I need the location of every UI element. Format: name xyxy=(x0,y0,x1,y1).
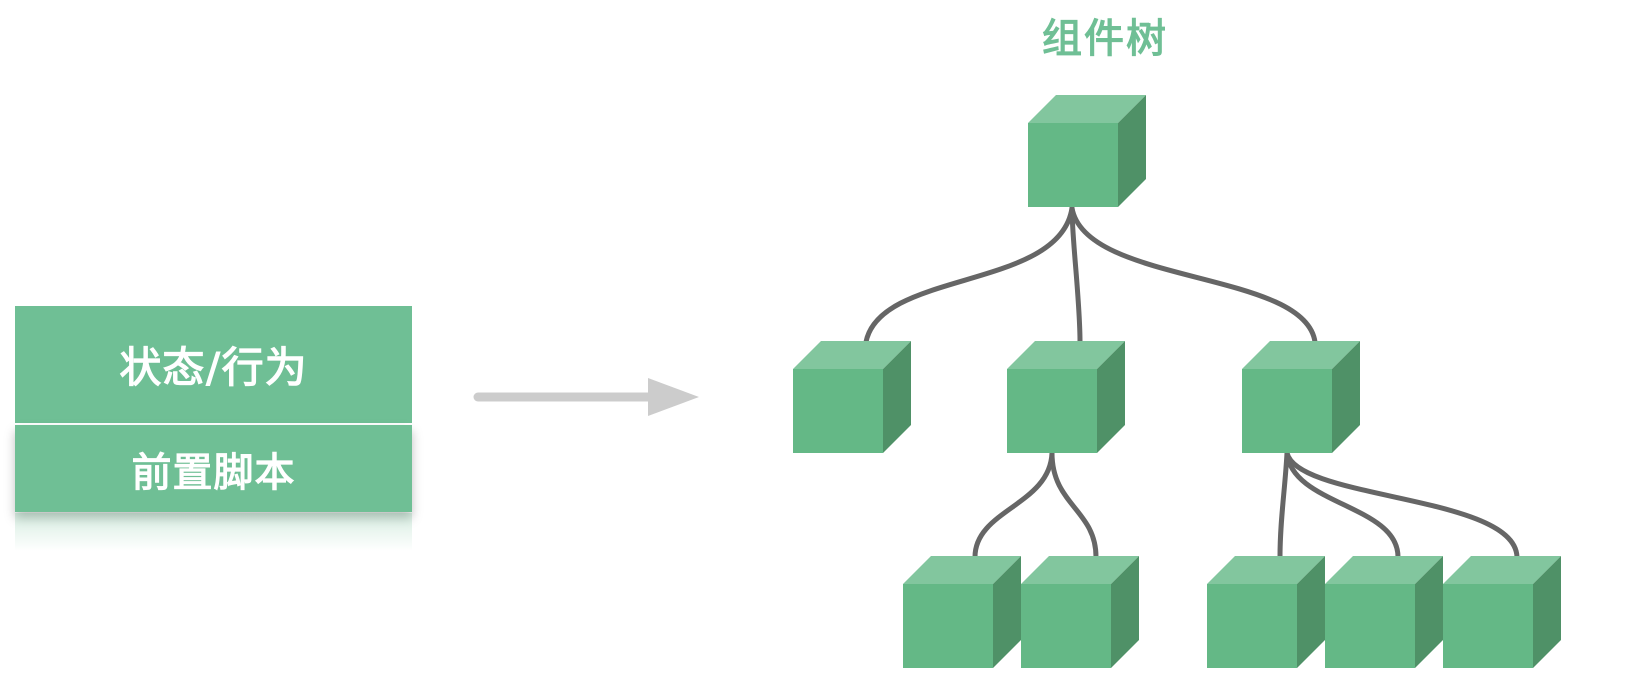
cube-level2-middle xyxy=(1007,341,1125,453)
edge-right-leaf3 xyxy=(1277,450,1290,560)
cube-leaf-2 xyxy=(1021,556,1139,668)
cube-root xyxy=(1028,95,1146,207)
edge-root-right xyxy=(1069,205,1318,345)
cube-leaf-1 xyxy=(903,556,1021,668)
pre-script-label: 前置脚本 xyxy=(131,449,296,496)
edge-root-left xyxy=(863,205,1075,345)
edge-root-middle xyxy=(1069,205,1083,345)
cube-leaf-3 xyxy=(1207,556,1325,668)
edge-right-leaf4 xyxy=(1284,450,1401,560)
pre-script-card: 前置脚本 xyxy=(15,425,412,512)
edge-middle-leaf2 xyxy=(1049,450,1099,560)
state-behavior-label: 状态/行为 xyxy=(119,343,308,392)
tree-nodes xyxy=(793,95,1561,668)
component-tree-title: 组件树 xyxy=(1042,16,1168,62)
right-arrow-icon xyxy=(473,378,699,416)
cube-leaf-4 xyxy=(1325,556,1443,668)
edge-middle-leaf1 xyxy=(972,450,1055,560)
tree-edges xyxy=(863,205,1520,560)
card-reflection xyxy=(15,513,412,551)
state-behavior-card: 状态/行为 xyxy=(15,306,412,423)
cube-leaf-5 xyxy=(1443,556,1561,668)
edge-right-leaf5 xyxy=(1284,450,1520,560)
cube-level2-left xyxy=(793,341,911,453)
cube-level2-right xyxy=(1242,341,1360,453)
